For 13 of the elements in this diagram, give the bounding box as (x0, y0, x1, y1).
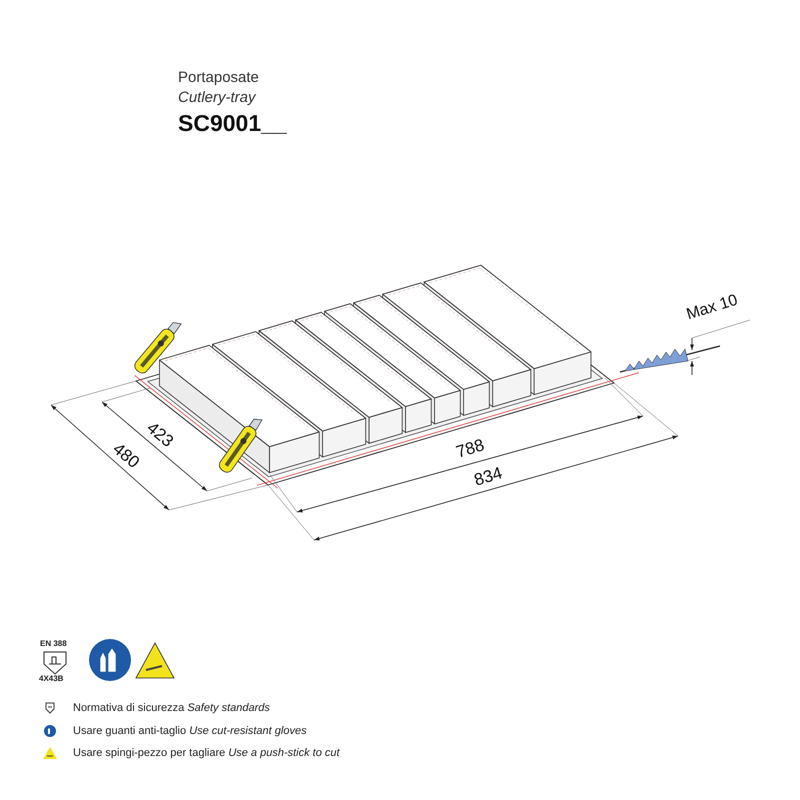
legend-text: Usare guanti anti-taglio Use cut-resistant gloves (73, 724, 307, 738)
product-code: SC9001__ (178, 112, 287, 135)
legend-text: Usare spingi-pezzo per tagliare Use a push-stick to cut (73, 746, 340, 761)
title-english: Cutlery-tray (178, 90, 256, 105)
dimension-label: 834 (472, 464, 504, 489)
standard-label: EN 388 (40, 640, 67, 648)
legend-text: Normativa di sicurezza Safety standards (73, 701, 270, 716)
dimension-label: 788 (454, 436, 486, 461)
dimension-label: Max 10 (684, 292, 740, 324)
title-italian: Portaposate (178, 70, 259, 85)
dimension-label: 480 (110, 440, 143, 472)
rating-label: 4X43B (39, 675, 64, 683)
dimension-label: 423 (144, 418, 177, 450)
